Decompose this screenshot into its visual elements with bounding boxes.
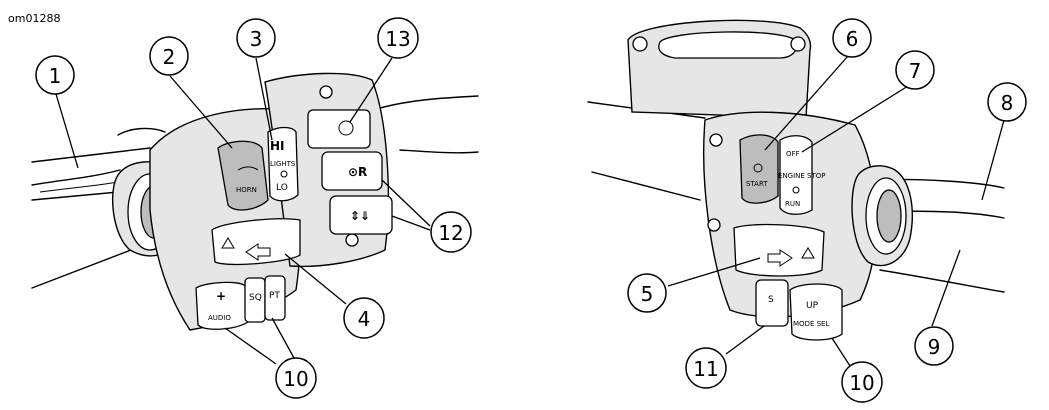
callout-4: 4 [343,297,385,339]
svg-text:12: 12 [438,221,463,245]
svg-text:10: 10 [283,367,308,391]
left-switch-housing: ⊙R ⇕⇓ HORN HI LIGHTS LO + AUDIO SQ PT [112,72,393,331]
svg-text:10: 10 [849,371,874,395]
callout-10-left: 10 [275,357,317,399]
mode-sel-label: MODE SEL [793,320,829,328]
svg-text:2: 2 [163,45,176,69]
svg-text:9: 9 [928,335,941,359]
lights-label: LIGHTS [270,160,296,168]
master-cylinder [627,19,812,119]
s-label: S [768,295,774,305]
hi-label: HI [270,139,285,153]
off-label: OFF [786,150,800,158]
callout-1: 1 [35,55,75,95]
svg-text:4: 4 [358,307,371,331]
svg-text:⇕⇓: ⇕⇓ [350,209,370,223]
callout-9: 9 [914,326,954,366]
svg-text:7: 7 [909,59,922,83]
callout-8: 8 [987,82,1027,122]
lo-label: LO [276,183,288,193]
callout-6: 6 [832,18,872,58]
svg-text:13: 13 [385,27,410,51]
right-leader-lines [667,55,1005,367]
callout-3: 3 [236,18,276,58]
callout-11: 11 [685,347,727,389]
horn-label: HORN [236,186,257,194]
audio-label: AUDIO [208,314,231,322]
callout-2: 2 [149,36,189,76]
svg-text:6: 6 [846,27,859,51]
up-label: UP [806,301,819,311]
svg-text:1: 1 [49,64,62,88]
left-leader-lines [55,57,431,365]
svg-text:3: 3 [250,27,263,51]
engine-stop-label: ENGINE STOP [778,172,825,180]
svg-text:11: 11 [693,357,718,381]
callout-10-right: 10 [841,361,883,403]
callout-12: 12 [430,211,472,253]
callout-13: 13 [377,17,419,59]
document-id: om01288 [8,12,61,25]
plus-label: + [216,289,226,303]
start-label: START [746,180,768,188]
svg-text:8: 8 [1001,91,1014,115]
svg-text:⊙R: ⊙R [348,165,367,179]
callout-5: 5 [627,273,667,313]
callout-7: 7 [895,50,935,90]
right-switch-housing: START OFF ENGINE STOP RUN S UP MODE SEL [703,111,913,341]
pt-label: PT [269,291,280,301]
sq-label: SQ [249,293,262,303]
svg-text:5: 5 [641,282,654,306]
run-label: RUN [785,200,800,208]
